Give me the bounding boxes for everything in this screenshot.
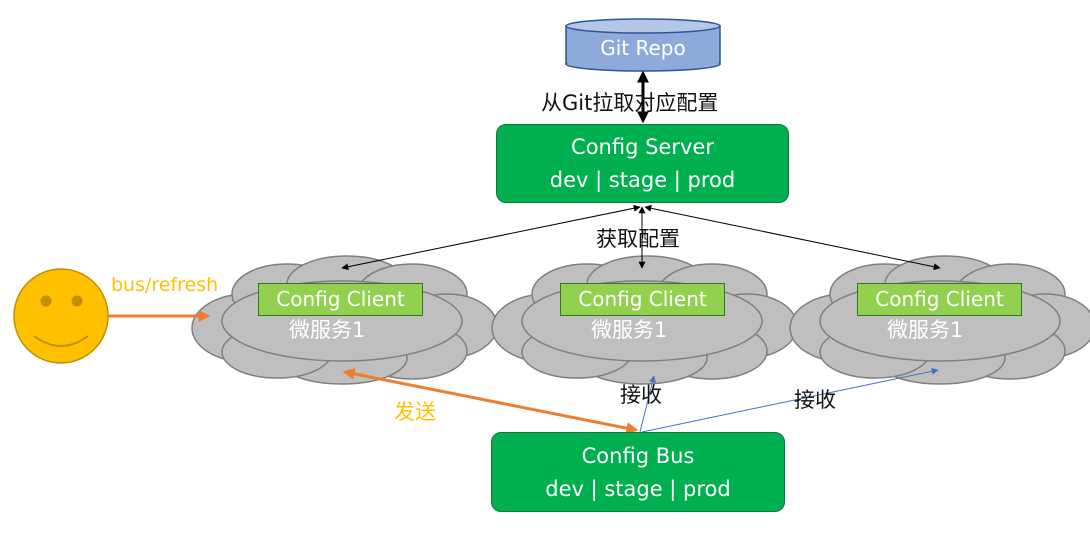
send-arrow xyxy=(342,367,639,435)
service-label-3: 微服务1 xyxy=(887,318,964,342)
config-client-box-3: Config Client xyxy=(857,283,1022,316)
pull-config-label: 从Git拉取对应配置 xyxy=(541,91,719,115)
bus-refresh-label: bus/refresh xyxy=(111,274,219,296)
config-server-box: Config Server dev | stage | prod xyxy=(496,124,789,203)
smiley-face-icon xyxy=(13,268,109,364)
server-client3-arrow xyxy=(644,204,941,271)
service-label-1: 微服务1 xyxy=(289,318,366,342)
git-repo-cylinder xyxy=(565,18,721,72)
bus-client3-arrow xyxy=(641,367,939,433)
fetch-config-label: 获取配置 xyxy=(596,227,680,251)
config-server-title: Config Server xyxy=(571,135,714,159)
receive-label-1: 接收 xyxy=(620,383,662,407)
receive-label-2: 接收 xyxy=(794,388,836,412)
bus-client2-arrow xyxy=(639,375,656,433)
config-bus-title: Config Bus xyxy=(581,444,695,468)
git-repo-label: Git Repo xyxy=(600,36,686,60)
config-client-box-2: Config Client xyxy=(560,283,725,316)
config-bus-box: Config Bus dev | stage | prod xyxy=(491,432,785,512)
config-server-envs: dev | stage | prod xyxy=(549,168,736,192)
config-bus-envs: dev | stage | prod xyxy=(545,477,731,501)
config-client-box-1: Config Client xyxy=(258,283,423,316)
service-label-2: 微服务1 xyxy=(591,318,668,342)
server-client1-arrow xyxy=(341,204,641,271)
send-label: 发送 xyxy=(394,400,436,424)
